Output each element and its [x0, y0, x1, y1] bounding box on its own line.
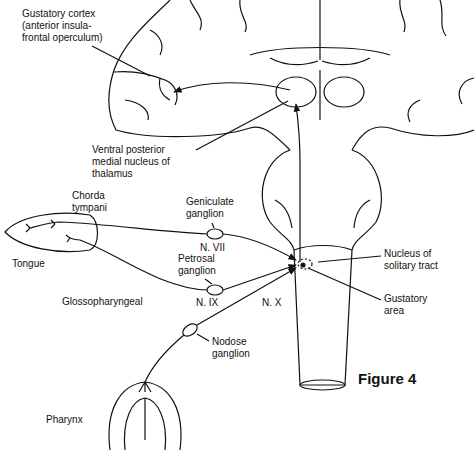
thalamus: [276, 77, 316, 107]
part-label: N. IX: [196, 297, 218, 309]
tongue: [5, 213, 98, 251]
vagus-root: [197, 268, 296, 325]
nodose-ganglion: [181, 321, 200, 338]
ventricle: [270, 58, 370, 65]
part-label: Nucleus of solitary tract: [384, 248, 456, 272]
thalamocortical-tract: [174, 83, 290, 92]
corpus-callosum: [250, 48, 390, 56]
part-label: Nodose ganglion: [212, 336, 268, 360]
glossopharyngeal-root: [223, 265, 296, 290]
petrosal-ganglion: [207, 285, 223, 295]
pharynx: [109, 382, 181, 450]
part-label: Chorda tympani: [72, 190, 116, 214]
vagus-nerve: [145, 335, 184, 382]
leader-line: [92, 46, 150, 76]
taste-bud: [139, 382, 151, 392]
midline: [319, 0, 320, 60]
part-label: Pharynx: [46, 414, 83, 426]
leader-line: [197, 334, 209, 341]
leader-line: [318, 256, 381, 262]
part-label: Petrosal ganglion: [178, 253, 230, 277]
sylvian-fissure: [114, 71, 177, 105]
sulcus: [125, 0, 446, 122]
brainstem-cut: [300, 380, 345, 390]
part-label: Glossopharyngeal: [62, 296, 143, 308]
thalamus: [324, 77, 364, 107]
brainstem: [262, 150, 381, 385]
part-label: Geniculate ganglion: [186, 196, 242, 220]
part-label: N. X: [262, 297, 281, 309]
sylvian-fissure: [459, 78, 474, 104]
third-ventricle: [319, 70, 320, 120]
facial-nerve: [223, 234, 296, 260]
figure-caption: Figure 4: [358, 370, 416, 388]
brain-outline: [109, 0, 290, 150]
part-label: Gustatory area: [384, 293, 440, 317]
chorda-tympani-nerve: [30, 222, 207, 234]
part-label: N. VII: [200, 242, 225, 254]
part-label: Tongue: [12, 258, 45, 270]
gustatory-area: [301, 263, 305, 267]
ascending-tract: [296, 104, 300, 262]
part-label: Ventral posterior medial nucleus of thal…: [92, 144, 194, 180]
brain-outline: [352, 127, 474, 150]
leader-line: [205, 279, 212, 284]
leader-line: [308, 268, 381, 300]
geniculate-ganglion: [207, 229, 223, 239]
peduncle: [275, 200, 370, 250]
part-label: Gustatory cortex (anterior insula-fronta…: [22, 8, 114, 44]
leader-line: [196, 101, 288, 150]
leader-line: [212, 223, 214, 228]
